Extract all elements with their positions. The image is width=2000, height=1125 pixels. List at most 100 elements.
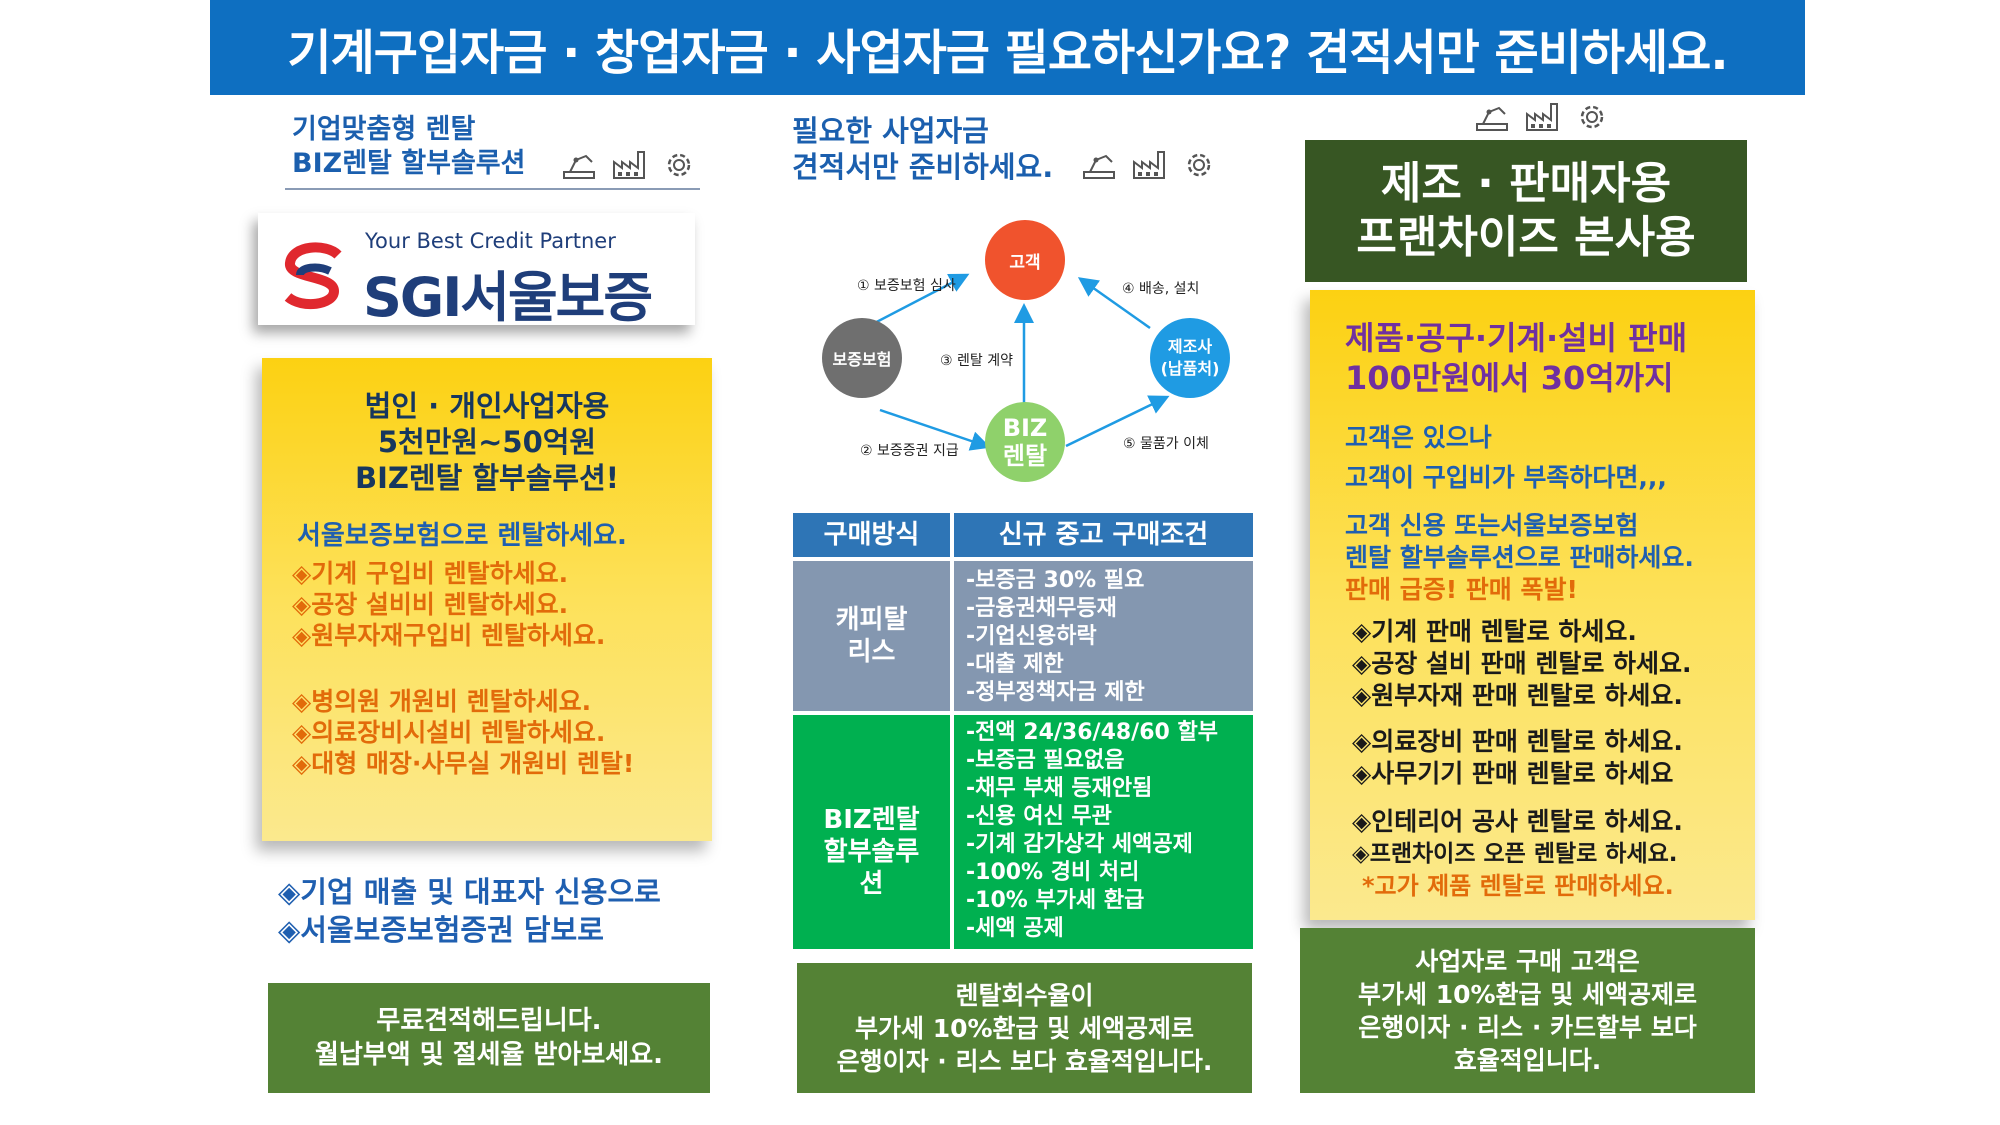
left-sticky-note: 법인 · 개인사업자용 5천만원~50억원 BIZ렌탈 할부솔루션! 서울보증보…: [262, 358, 712, 841]
green-box-line: 무료견적해드립니다.: [376, 1006, 602, 1036]
step-1-label: ① 보증보험 심사: [857, 278, 956, 294]
method-line: 할부솔루: [823, 837, 920, 867]
right-note-list-2: ◈의료장비 판매 렌탈로 하세요. ◈사무기기 판매 렌탈로 하세요: [1352, 726, 1683, 790]
node-customer: 고객: [985, 220, 1065, 300]
right-note-list-3: ◈인테리어 공사 렌탈로 하세요. ◈프랜차이즈 오픈 렌탈로 하세요. *고가…: [1352, 806, 1683, 902]
green-box-line: 부가세 10%환급 및 세액공제로: [855, 1013, 1194, 1043]
condition-item: -보증금 30% 필요: [966, 568, 1145, 593]
step-2-label: ② 보증증권 지급: [860, 443, 959, 459]
table-conditions-cell: -보증금 30% 필요 -금융권채무등재 -기업신용하락 -대출 제한 -정부정…: [954, 561, 1253, 711]
list-item: ◈기계 구입비 렌탈하세요.: [292, 559, 569, 588]
banner-text: 기계구입자금 · 창업자금 · 사업자금 필요하신가요? 견적서만 준비하세요.: [287, 24, 1728, 81]
condition-item: -10% 부가세 환급: [966, 888, 1145, 913]
node-biz-label: BIZ: [1002, 414, 1048, 442]
paragraph-line: 렌탈 할부솔루션으로 판매하세요.: [1345, 543, 1694, 572]
arrow-insurance-to-biz: [879, 408, 991, 451]
factory-icon: [1526, 103, 1558, 131]
right-note-p1: 고객은 있으나 고객이 구입비가 부족하다면,,,: [1345, 418, 1667, 498]
node-customer-label: 고객: [1009, 252, 1041, 273]
green-box-line: 은행이자 · 리스 보다 효율적입니다.: [836, 1046, 1213, 1076]
left-title: 기업맞춤형 렌탈 BIZ렌탈 할부솔루션: [292, 113, 525, 181]
condition-item: -신용 여신 무관: [966, 804, 1112, 829]
factory-icon: [1133, 151, 1165, 179]
arrow-insurance-to-customer: [864, 273, 970, 330]
left-note-sub: 서울보증보험으로 렌탈하세요.: [297, 521, 627, 551]
gear-icon: [1580, 105, 1604, 129]
note-footer: *고가 제품 렌탈로 판매하세요.: [1362, 872, 1674, 900]
flow-arrows: [864, 273, 1170, 451]
condition-item: -보증금 필요없음: [966, 748, 1125, 773]
node-biz-rental: BIZ 렌탈: [985, 402, 1065, 482]
right-title-line: 제조 · 판매자용: [1380, 158, 1672, 209]
top-banner: 기계구입자금 · 창업자금 · 사업자금 필요하신가요? 견적서만 준비하세요.: [210, 0, 1805, 95]
robot-arm-icon: [1083, 154, 1115, 179]
heading-line: 100만원에서 30억까지: [1345, 359, 1674, 397]
logo-brand: SGI서울보증: [363, 266, 653, 329]
condition-item: -전액 24/36/48/60 할부: [966, 720, 1218, 745]
green-box-line: 은행이자 · 리스 · 카드할부 보다: [1358, 1012, 1697, 1042]
green-box-line: 렌탈회수율이: [955, 980, 1094, 1010]
right-green-box: 사업자로 구매 고객은 부가세 10%환급 및 세액공제로 은행이자 · 리스 …: [1300, 928, 1755, 1093]
bullet-item: ◈서울보증보험증권 담보로: [278, 913, 604, 947]
condition-item: -100% 경비 처리: [966, 860, 1140, 885]
middle-title: 필요한 사업자금 견적서만 준비하세요.: [792, 113, 1053, 185]
green-box-line: 사업자로 구매 고객은: [1415, 946, 1640, 976]
robot-arm-icon: [563, 154, 595, 179]
list-item: ◈기계 판매 렌탈로 하세요.: [1352, 617, 1637, 646]
paragraph-line: 고객은 있으나: [1345, 423, 1492, 452]
right-sticky-note: 제품·공구·기계·설비 판매 100만원에서 30억까지 고객은 있으나 고객이…: [1310, 290, 1755, 920]
step-4-label: ④ 배송, 설치: [1122, 281, 1200, 297]
node-insurance-label: 보증보험: [832, 350, 892, 369]
list-item: ◈의료장비시설비 렌탈하세요.: [292, 718, 606, 747]
method-line: BIZ렌탈: [823, 805, 920, 835]
list-item: ◈프랜차이즈 오픈 렌탈로 하세요.: [1352, 841, 1678, 867]
comparison-table: 구매방식 신규 중고 구매조건 캐피탈 리스 -보증금 30% 필요 -금융권채…: [793, 513, 1253, 949]
list-item: ◈원부자재구입비 렌탈하세요.: [292, 621, 606, 650]
heading-line: BIZ렌탈 할부솔루션!: [354, 461, 619, 495]
gear-icon: [1187, 153, 1211, 177]
list-item: ◈공장 설비비 렌탈하세요.: [292, 590, 569, 619]
condition-item: -기계 감가상각 세액공제: [966, 832, 1193, 857]
right-title-box: 제조 · 판매자용 프랜차이즈 본사용: [1305, 140, 1747, 282]
bullet-item: ◈기업 매출 및 대표자 신용으로: [278, 875, 661, 909]
condition-item: -채무 부채 등재안됨: [966, 776, 1153, 801]
table-method-cell: 캐피탈 리스: [793, 561, 950, 711]
condition-item: -기업신용하락: [966, 624, 1097, 649]
list-item: ◈공장 설비 판매 렌탈로 하세요.: [1352, 649, 1692, 678]
robot-arm-icon: [1476, 106, 1508, 131]
heading-line: 법인 · 개인사업자용: [364, 389, 610, 423]
node-maker: 제조사 (납품처): [1150, 318, 1230, 398]
list-item: ◈인테리어 공사 렌탈로 하세요.: [1352, 807, 1683, 836]
node-maker-label: (납품처): [1160, 359, 1220, 378]
left-divider: [285, 188, 700, 190]
left-green-box: 무료견적해드립니다. 월납부액 및 절세율 받아보세요.: [268, 983, 710, 1093]
method-line: 캐피탈: [835, 605, 908, 635]
middle-green-box: 렌탈회수율이 부가세 10%환급 및 세액공제로 은행이자 · 리스 보다 효율…: [797, 963, 1252, 1093]
table-method-cell: BIZ렌탈 할부솔루 션: [793, 715, 950, 949]
sgi-logo-mark: [284, 242, 342, 310]
middle-title-line: 필요한 사업자금: [792, 114, 989, 148]
step-3-label: ③ 렌탈 계약: [940, 353, 1013, 369]
gear-icon: [667, 153, 691, 177]
table-row: 캐피탈 리스 -보증금 30% 필요 -금융권채무등재 -기업신용하락 -대출 …: [793, 561, 1253, 711]
node-maker-label: 제조사: [1167, 337, 1213, 356]
arrow-maker-to-customer: [1077, 277, 1151, 330]
right-icons: [1475, 100, 1609, 134]
right-title-line: 프랜차이즈 본사용: [1356, 212, 1696, 263]
list-item: ◈사무기기 판매 렌탈로 하세요: [1352, 759, 1674, 788]
logo-tagline: Your Best Credit Partner: [365, 229, 616, 253]
table-row: BIZ렌탈 할부솔루 션 -전액 24/36/48/60 할부 -보증금 필요없…: [793, 715, 1253, 949]
paragraph-accent: 판매 급증! 판매 폭발!: [1345, 575, 1578, 604]
left-icons: [562, 148, 696, 182]
node-insurance: 보증보험: [822, 318, 902, 398]
step-5-label: ⑤ 물품가 이체: [1123, 436, 1209, 452]
middle-title-line: 견적서만 준비하세요.: [792, 150, 1054, 184]
sgi-logo-card: Your Best Credit Partner SGI서울보증: [258, 213, 695, 329]
left-note-list-1: ◈기계 구입비 렌탈하세요. ◈공장 설비비 렌탈하세요. ◈원부자재구입비 렌…: [292, 558, 605, 651]
heading-line: 5천만원~50억원: [377, 425, 597, 459]
right-note-heading: 제품·공구·기계·설비 판매 100만원에서 30억까지: [1345, 318, 1687, 398]
table-conditions-cell: -전액 24/36/48/60 할부 -보증금 필요없음 -채무 부채 등재안됨…: [954, 715, 1253, 949]
arrow-biz-to-maker: [1065, 395, 1170, 448]
method-line: 션: [859, 869, 884, 899]
list-item: ◈대형 매장·사무실 개원비 렌탈!: [292, 749, 635, 778]
